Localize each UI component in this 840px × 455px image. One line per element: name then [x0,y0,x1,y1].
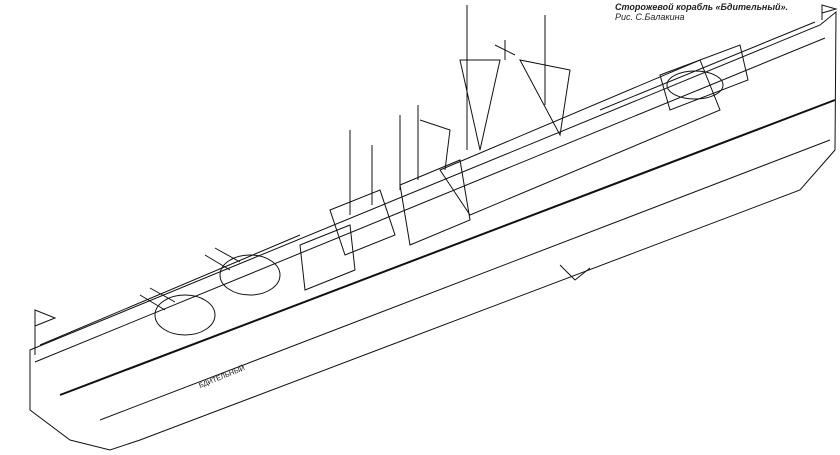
caption: Сторожевой корабль «Бдительный». Рис. С.… [615,2,788,22]
flags [34,4,838,355]
caption-author: Рис. С.Балакина [615,12,685,22]
hull [29,10,837,451]
masts [349,5,546,215]
superstructure [299,44,749,291]
gun-turrets [139,70,724,336]
hull-name: БДИТЕЛЬНЫЙ [197,363,246,390]
railings [39,21,816,346]
caption-title: Сторожевой корабль «Бдительный». [615,2,789,12]
